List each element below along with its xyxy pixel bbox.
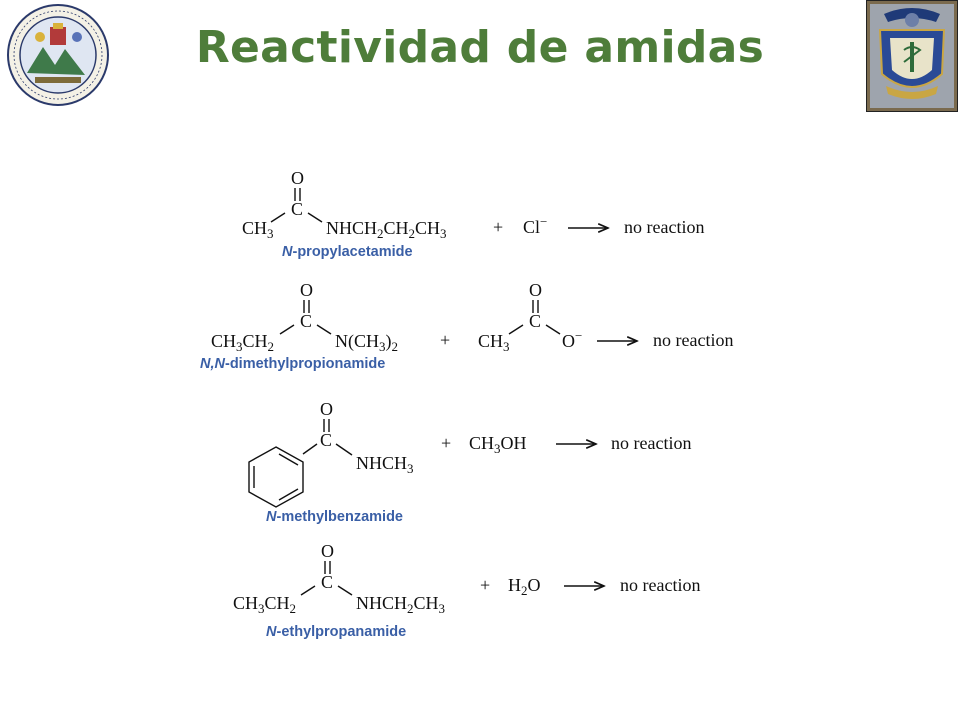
bond-left	[270, 212, 286, 223]
reaction-4: O C CH3CH2 NHCH2CH3 N-ethylpropanamide +…	[233, 541, 700, 640]
compound-name: N-methylbenzamide	[266, 509, 403, 525]
reagent-bond-right	[545, 324, 561, 335]
bond-left	[279, 324, 295, 335]
result-label: no reaction	[653, 330, 733, 350]
benzene-ring	[248, 446, 304, 508]
result-label: no reaction	[611, 433, 691, 453]
reagent-carbonyl-oxygen: O	[529, 280, 542, 300]
reagent-left-group: CH3	[478, 331, 510, 354]
plus-sign: +	[493, 217, 503, 237]
compound-name: N-propylacetamide	[282, 244, 413, 260]
bond-right	[316, 324, 332, 335]
carbonyl-oxygen: O	[300, 280, 313, 300]
reagent-bond-left	[508, 324, 524, 335]
right-group: NHCH2CH2CH3	[326, 218, 447, 241]
bond-to-ring	[302, 443, 318, 455]
faculty-crest-icon	[866, 0, 958, 112]
result-label: no reaction	[620, 575, 700, 595]
carbonyl-carbon: C	[321, 572, 333, 592]
reagent: Cl−	[523, 214, 547, 237]
plus-sign: +	[441, 433, 451, 453]
compound-name: N-ethylpropanamide	[266, 624, 406, 640]
carbonyl-carbon: C	[320, 430, 332, 450]
carbonyl-oxygen: O	[321, 541, 334, 561]
university-seal-icon	[7, 4, 109, 106]
carbonyl-oxygen: O	[320, 399, 333, 419]
bond-right	[337, 585, 353, 596]
carbonyl-carbon: C	[300, 311, 312, 331]
left-group: CH3	[242, 218, 274, 241]
bond-left	[300, 585, 316, 596]
reaction-2: O C CH3CH2 N(CH3)2 N,N-dimethylpropionam…	[200, 280, 733, 372]
left-group: CH3CH2	[233, 593, 296, 616]
ring-double-bond-c	[278, 488, 299, 501]
reagent-right-group: O−	[562, 328, 582, 351]
left-group: CH3CH2	[211, 331, 274, 354]
right-group: N(CH3)2	[335, 331, 398, 354]
compound-name: N,N-dimethylpropionamide	[200, 356, 385, 372]
reagent-carbonyl-carbon: C	[529, 311, 541, 331]
reagent: CH3OH	[469, 433, 527, 456]
result-label: no reaction	[624, 217, 704, 237]
slide-title: Reactividad de amidas	[195, 22, 765, 73]
right-group: NHCH2CH3	[356, 593, 445, 616]
carbonyl-carbon: C	[291, 199, 303, 219]
bond-right	[307, 212, 323, 223]
plus-sign: +	[440, 330, 450, 350]
plus-sign: +	[480, 575, 490, 595]
bond-right	[335, 443, 353, 456]
right-group: NHCH3	[356, 453, 414, 476]
carbonyl-oxygen: O	[291, 168, 304, 188]
ring-double-bond-b	[278, 453, 299, 466]
reaction-3: O C NHCH3 N-methylbenzamide + CH3OH no r…	[248, 399, 691, 525]
reaction-1: O C CH3 NHCH2CH2CH3 N-propylacetamide + …	[242, 168, 704, 260]
reagent: H2O	[508, 575, 541, 598]
ring-hexagon	[248, 446, 304, 508]
